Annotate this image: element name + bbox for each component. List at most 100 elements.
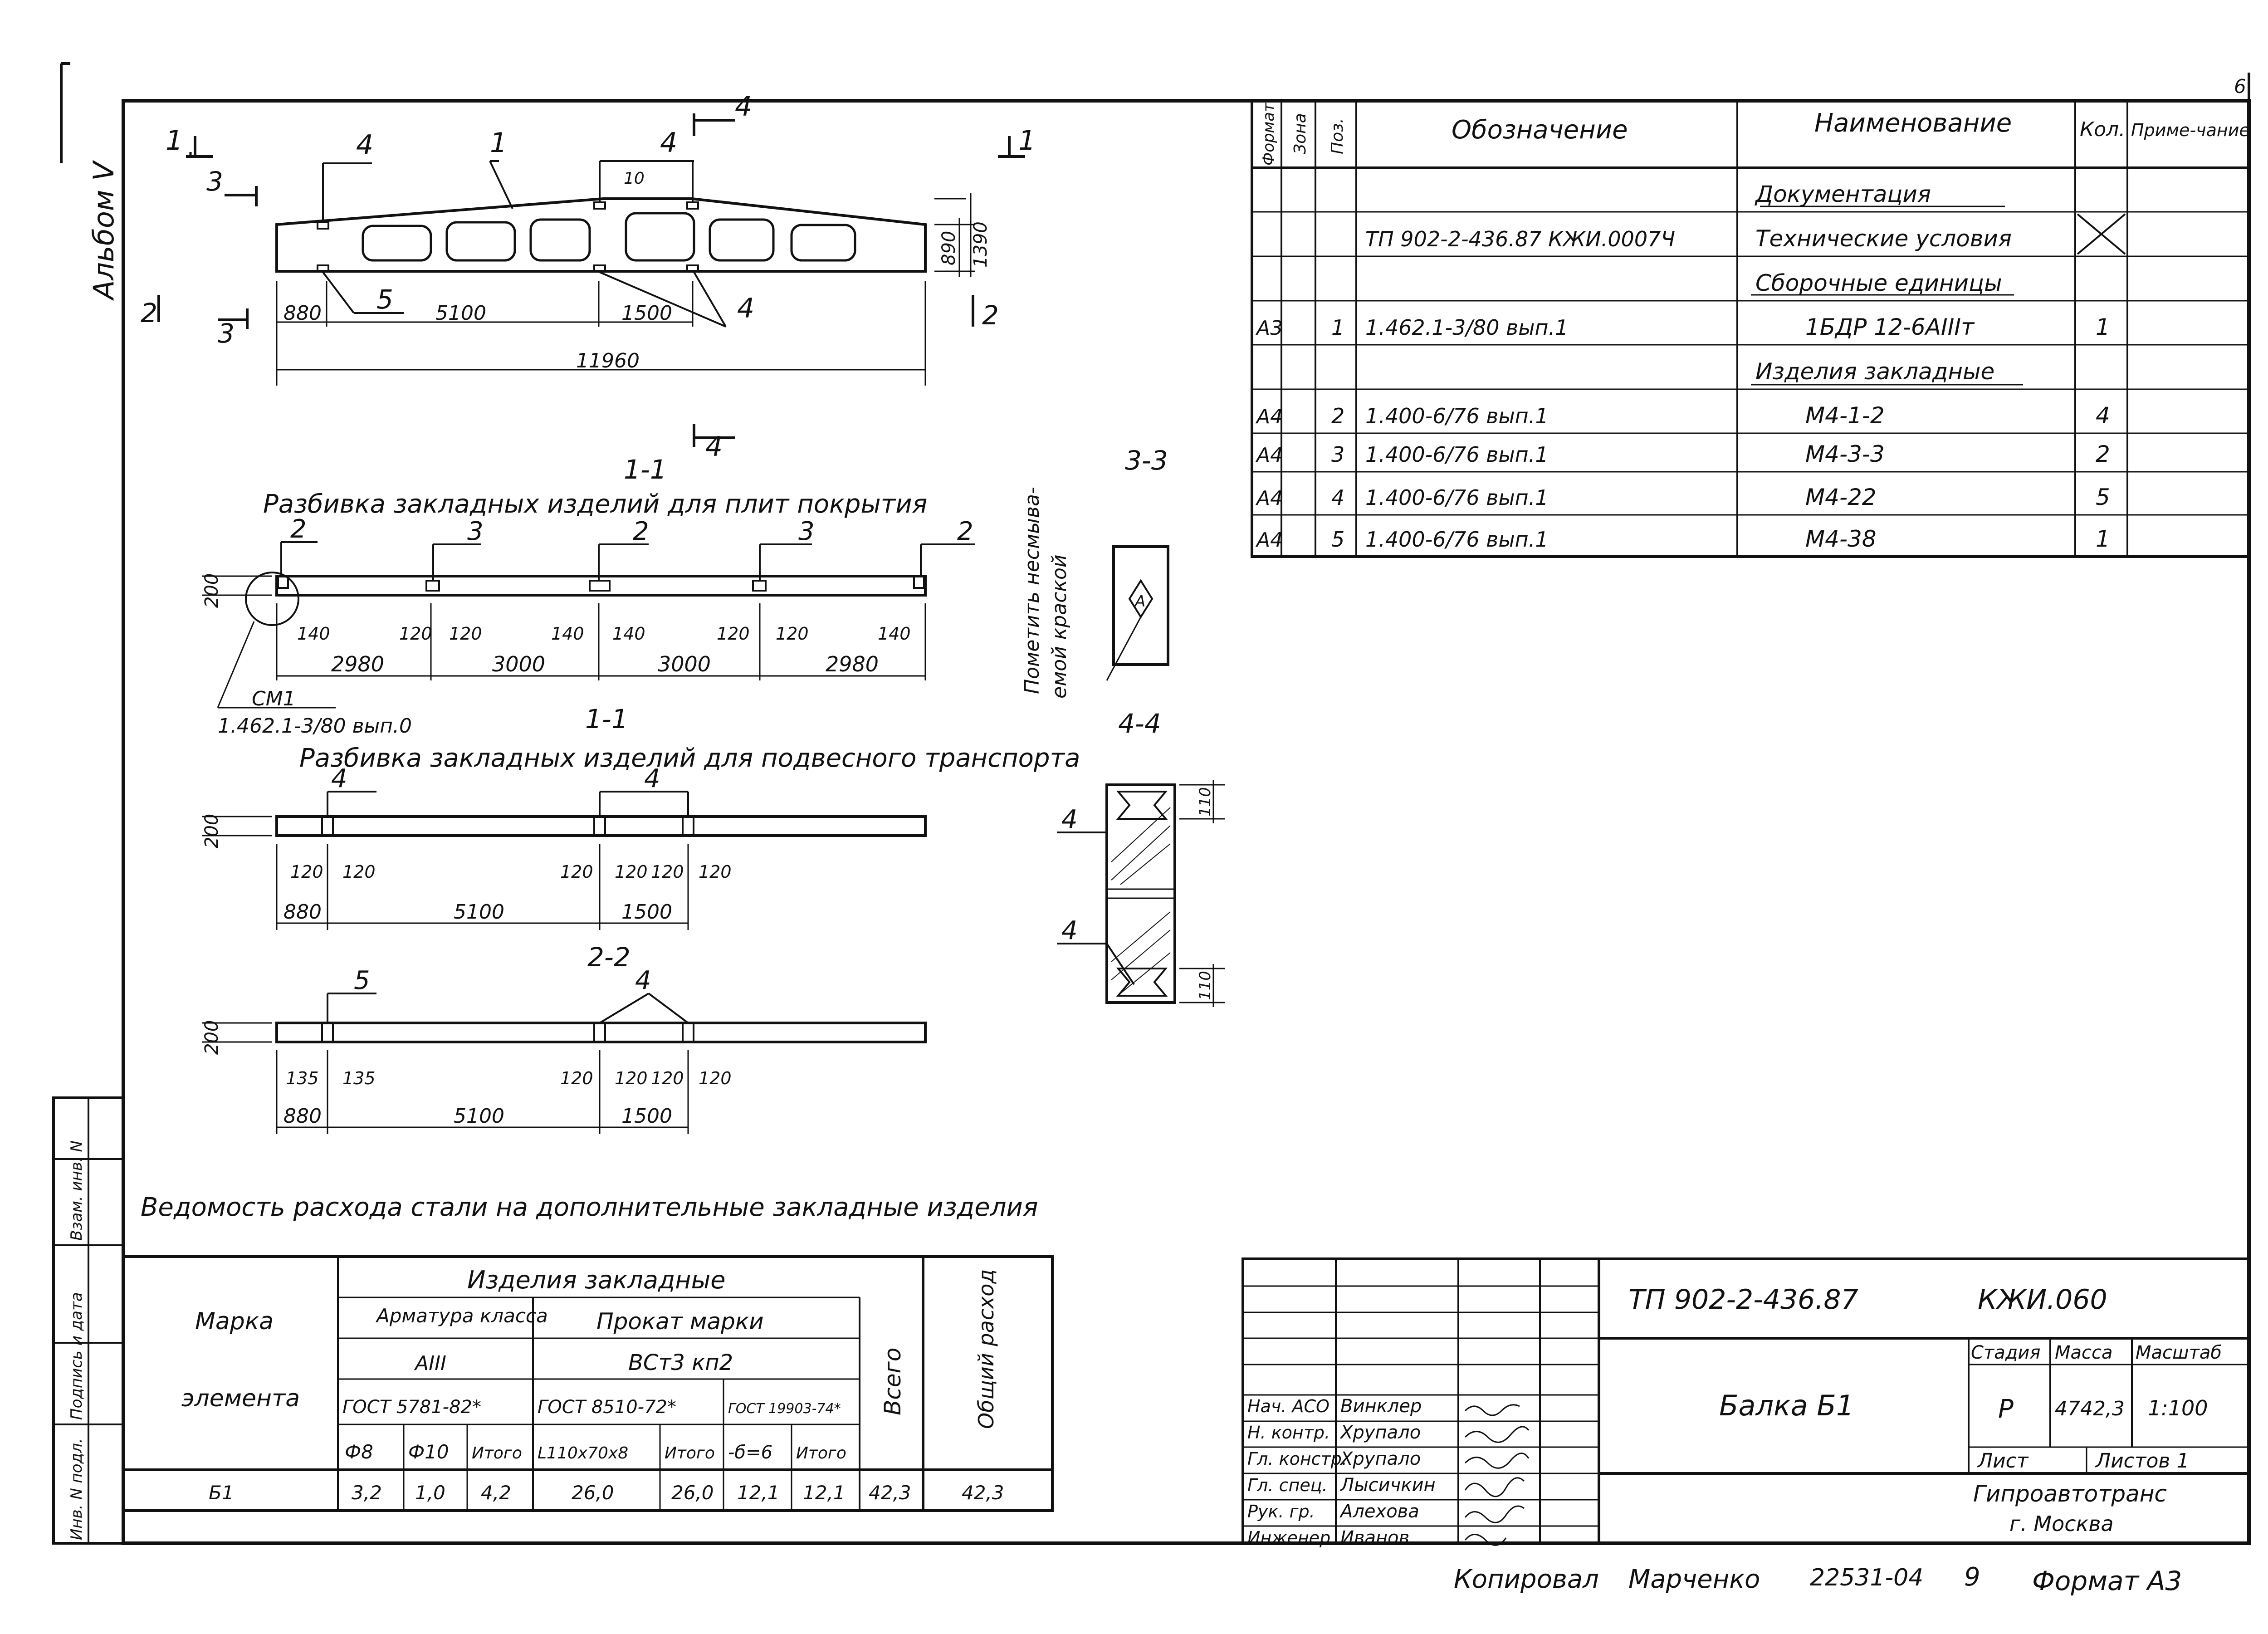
section-1a-dim-m3: 3000 [658, 652, 711, 676]
steel-armatura: Арматура класса [375, 1305, 548, 1327]
footer-page: 9 [1964, 1562, 1980, 1592]
spec-row-qty: 2 [2096, 441, 2110, 467]
spec-row-format: А4 [1255, 528, 1283, 552]
signatory-role: Н. контр. [1247, 1423, 1330, 1443]
section-1a-pos-4: 3 [798, 517, 815, 546]
section-1a-title: Разбивка закладных изделий для плит покр… [263, 489, 927, 519]
steel-col-mark-1: Марка [195, 1308, 274, 1335]
dim-880: 880 [284, 302, 322, 325]
section-1a-pos-3: 2 [633, 517, 649, 546]
beam-pos-4-left: 4 [356, 129, 373, 161]
dim-890: 890 [938, 231, 959, 265]
spec-header-pos: Поз. [1328, 118, 1347, 154]
section-1a-dim-m1: 2980 [331, 652, 384, 676]
spec-row-pos: 5 [1331, 527, 1344, 552]
section-1a-dim-s2: 120 [399, 624, 432, 644]
section-1b-dim-m2: 5100 [454, 900, 504, 924]
signatory-name: Хрупало [1339, 1448, 1421, 1469]
section-1b-dim-s2: 120 [342, 862, 376, 882]
signatory-name: Хрупало [1339, 1422, 1421, 1443]
steel-subheader: Итого [472, 1444, 522, 1463]
steel-gost-2: ГОСТ 8510-72* [538, 1397, 676, 1418]
steel-subheader: Ф8 [345, 1441, 373, 1463]
section-1a-pos-2: 3 [467, 517, 484, 546]
spec-row-designation: ТП 902-2-436.87 КЖИ.0007Ч [1365, 227, 1675, 251]
steel-table [122, 1255, 1054, 1512]
spec-row-designation: 1.400-6/76 вып.1 [1365, 485, 1549, 510]
steel-table-title: Ведомость расхода стали на дополнительны… [141, 1193, 1038, 1222]
section-2-dim-m1: 880 [284, 1105, 322, 1128]
section-1a-pos-5: 2 [957, 517, 973, 546]
spec-header-format: Формат [1260, 103, 1278, 166]
mass-header: Масса [2055, 1342, 2113, 1363]
stage-header: Стадия [1971, 1342, 2040, 1363]
section-4-mark: 4-4 [1118, 708, 1161, 739]
section-3-marker: А [1134, 592, 1145, 611]
section-1a-dim-s4: 140 [551, 624, 584, 644]
beam-pos-5: 5 [376, 284, 393, 315]
stage-value: Р [1998, 1394, 2014, 1424]
section-1a-dim-s6: 120 [717, 624, 750, 644]
mass-value: 4742,3 [2055, 1397, 2125, 1420]
spec-row-qty: 1 [2096, 314, 2110, 340]
section-1b-dim-s6: 120 [699, 862, 732, 882]
section-1b-pos-4b: 4 [644, 764, 660, 793]
doc-code: ТП 902-2-436.87 [1628, 1284, 1858, 1316]
footer-copied: Копировал [1454, 1565, 1599, 1594]
steel-subheader: Ф10 [408, 1441, 449, 1463]
steel-total: Всего [880, 1348, 906, 1415]
section-4-pos-a: 4 [1061, 805, 1078, 834]
spec-header-name: Наименование [1814, 108, 2012, 138]
spec-row-pos: 4 [1331, 485, 1344, 510]
section-3-note-2: емой краской [1048, 554, 1071, 699]
beam-pos-4-mid: 4 [660, 127, 677, 159]
scale-value: 1:100 [2148, 1396, 2208, 1420]
spec-row-format: А4 [1255, 487, 1283, 510]
section-2-dim-s3: 120 [560, 1068, 593, 1088]
steel-group: Изделия закладные [467, 1266, 725, 1294]
steel-cell: 4,2 [481, 1482, 511, 1504]
section-1b-title: Разбивка закладных изделий для подвесног… [299, 744, 1080, 773]
beam-elevation [157, 113, 1025, 447]
cut-2-right: 2 [982, 300, 999, 331]
section-2-mark: 2-2 [587, 942, 631, 973]
dim-5100: 5100 [435, 302, 486, 325]
section-1a-mark: 1-1 [624, 454, 667, 485]
signatory-name: Иванов [1340, 1527, 1409, 1548]
sheet-frame [60, 62, 2251, 1545]
section-1b-dim-m1: 880 [284, 900, 322, 924]
section-1b-dim-s4: 120 [615, 862, 648, 882]
section-2-dim-200: 200 [201, 1020, 222, 1055]
steel-gost-1: ГОСТ 5781-82* [342, 1397, 481, 1418]
steel-cell: Б1 [209, 1482, 234, 1504]
section-4 [1057, 780, 1225, 1007]
section-4-dim-a: 110 [1196, 787, 1214, 817]
spec-row-name: М4-22 [1805, 484, 1877, 510]
album-label: Альбом V [87, 160, 120, 301]
section-2-pos-4: 4 [635, 966, 651, 995]
section-1b [202, 791, 927, 930]
section-1b-dim-m3: 1500 [621, 900, 672, 924]
org-name: Гипроавтотранс [1973, 1481, 2167, 1507]
side-stamp-vzam: Взам. инв. N [68, 1140, 86, 1241]
dim-10: 10 [624, 169, 645, 188]
sheet-header: Лист [1977, 1449, 2029, 1473]
section-2-dim-s4: 120 [615, 1068, 648, 1088]
section-1b-dim-s5: 120 [651, 862, 684, 882]
cut-4-bottom: 4 [705, 431, 723, 463]
spec-row-pos: 2 [1331, 404, 1344, 428]
spec-row-designation: 1.462.1-3/80 вып.1 [1365, 315, 1569, 340]
title-block [1242, 1257, 2250, 1546]
steel-cell: 26,0 [572, 1482, 614, 1504]
steel-subheader: -б=6 [728, 1442, 772, 1463]
steel-cell: 26,0 [671, 1482, 714, 1504]
spec-row-name: М4-3-3 [1805, 441, 1885, 467]
section-1a-dim-m4: 2980 [826, 652, 879, 676]
steel-cell: 12,1 [803, 1482, 846, 1504]
steel-cell: 42,3 [869, 1482, 911, 1504]
scale-header: Масштаб [2136, 1342, 2222, 1363]
section-2-dim-m3: 1500 [621, 1105, 672, 1128]
